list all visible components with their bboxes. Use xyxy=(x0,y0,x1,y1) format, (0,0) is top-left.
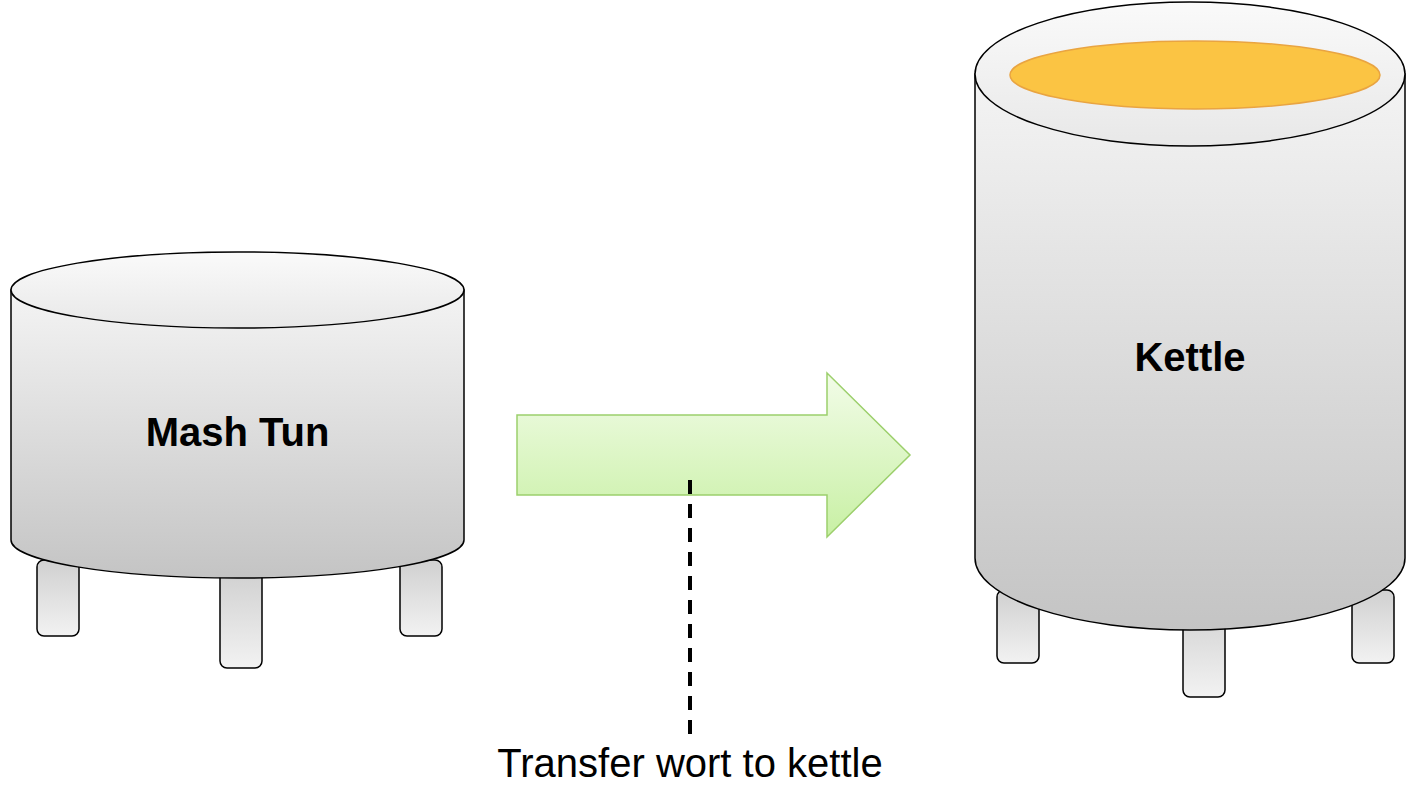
cylinder-top xyxy=(11,252,464,328)
vessel-leg xyxy=(37,560,79,636)
vessel-label: Mash Tun xyxy=(11,410,464,455)
callout-label: Transfer wort to kettle xyxy=(493,741,886,786)
leader-line xyxy=(688,480,692,737)
vessel-cylinder: Kettle xyxy=(975,2,1405,630)
cylinder-body xyxy=(11,290,464,578)
cylinder-outline xyxy=(975,2,1407,632)
wort-surface xyxy=(1010,41,1380,109)
cylinder-body xyxy=(975,74,1405,630)
vessel-cylinder: Mash Tun xyxy=(11,252,464,578)
vessel-leg xyxy=(400,560,442,636)
vessel-leg xyxy=(220,570,262,668)
vessel-label: Kettle xyxy=(975,335,1405,380)
transfer-arrow xyxy=(517,373,910,537)
cylinder-top xyxy=(975,2,1405,146)
